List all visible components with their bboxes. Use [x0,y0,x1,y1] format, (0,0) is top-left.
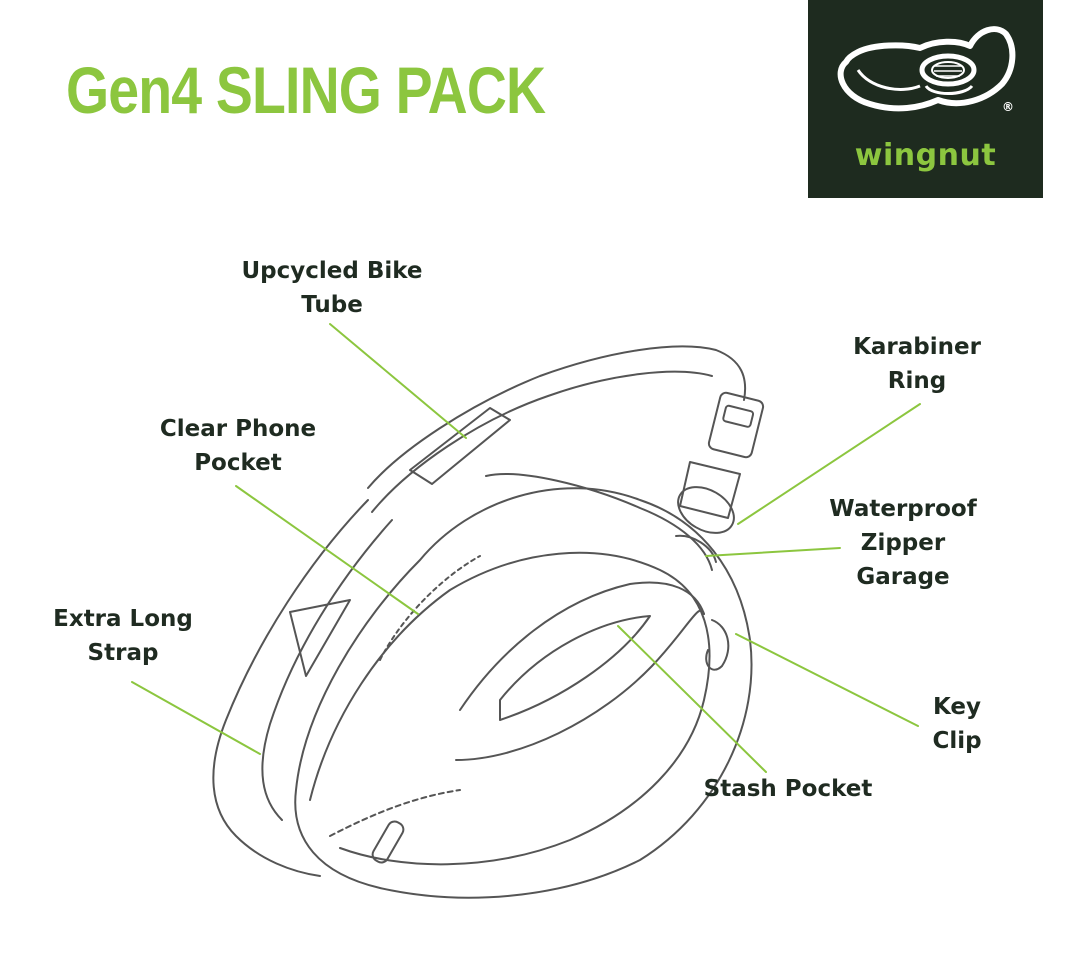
callout-long-strap: Extra Long Strap [40,602,206,670]
registered-mark: ® [1002,100,1014,114]
callout-zipper-garage-line2: Zipper [860,530,946,556]
strap-left-inner [261,519,393,821]
karabiner-ring [677,486,735,534]
strap-left-outer [212,499,369,877]
leader-stash-pocket [617,625,767,773]
callout-long-strap-line1: Extra Long [53,606,193,632]
bag-panel-front [309,551,711,866]
zipper-opening-top [459,581,705,711]
callout-karabiner-ring-line1: Karabiner [853,334,981,360]
zipper-pull [371,820,405,864]
strap-outline-top [367,345,747,489]
leader-zipper-garage [705,547,841,557]
buckle-slot [722,404,755,428]
leader-key-clip [735,633,919,727]
callout-key-clip: Key Clip [916,690,998,758]
callout-zipper-garage-line3: Garage [856,564,950,590]
callout-phone-pocket-line2: Pocket [194,450,282,476]
callout-phone-pocket-line1: Clear Phone [159,416,317,442]
bag-body-outer [294,487,753,899]
callout-karabiner-ring-line2: Ring [887,368,947,394]
callout-phone-pocket: Clear Phone Pocket [142,412,334,480]
key-clip [705,619,730,671]
leader-long-strap [131,681,261,755]
callout-stash-pocket: Stash Pocket [690,772,886,806]
leader-karabiner-ring [737,403,921,525]
callout-long-strap-line2: Strap [87,640,159,666]
callout-bike-tube: Upcycled Bike Tube [222,254,442,322]
callout-zipper-garage-line1: Waterproof [829,496,977,522]
brand-logo: ® wingnut [808,0,1043,198]
callout-zipper-garage: Waterproof Zipper Garage [814,492,992,594]
callout-bike-tube-line1: Upcycled Bike [241,258,423,284]
strap-fold [289,599,351,677]
page-title: Gen4 SLING PACK [66,53,546,127]
zipper-garage [675,534,717,563]
lower-zip-track [329,789,461,837]
callout-karabiner-ring: Karabiner Ring [840,330,994,398]
bag-top-flap [485,473,713,571]
buckle [707,391,765,459]
leader-phone-pocket [235,485,419,615]
leader-bike-tube [329,323,467,439]
callout-key-clip-line2: Clip [932,728,982,754]
brand-name: wingnut [854,138,997,173]
wingnut-icon [837,26,1016,112]
callout-key-clip-line1: Key [932,694,981,720]
callout-stash-pocket-line1: Stash Pocket [703,776,873,802]
zipper-opening-bottom [455,609,705,761]
bike-tube-patch [409,407,511,485]
stash-pocket-interior [499,615,651,721]
phone-pocket-zip [379,555,481,661]
callout-bike-tube-line2: Tube [301,292,363,318]
